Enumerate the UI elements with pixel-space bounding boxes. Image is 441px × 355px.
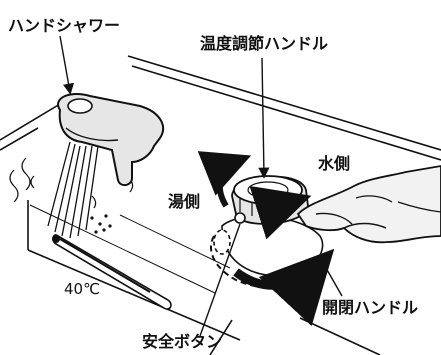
hand-shower-icon [57,92,165,186]
thermometer-icon [52,234,172,310]
leader-lines [59,35,343,337]
hand-icon [296,165,441,244]
tile-lines [29,204,231,294]
water-side-arrow-icon [249,185,312,240]
water-drops [90,214,112,234]
label-temp-handle: 温度調節ハンドル [200,34,329,53]
safety-button-icon [234,212,246,224]
label-hot-side: 湯側 [168,192,201,211]
label-water-side: 水側 [318,154,351,173]
wall-lines [0,55,441,355]
open-close-arrow-icon [233,248,335,327]
label-open-close-handle: 開閉ハンドル [322,298,419,317]
label-hand-shower: ハンドシャワー [8,16,121,35]
label-temperature: 40℃ [64,280,100,298]
hot-side-arrow-icon [197,151,252,208]
label-safety-button: 安全ボタン [142,332,223,351]
shower-spray [47,141,99,239]
